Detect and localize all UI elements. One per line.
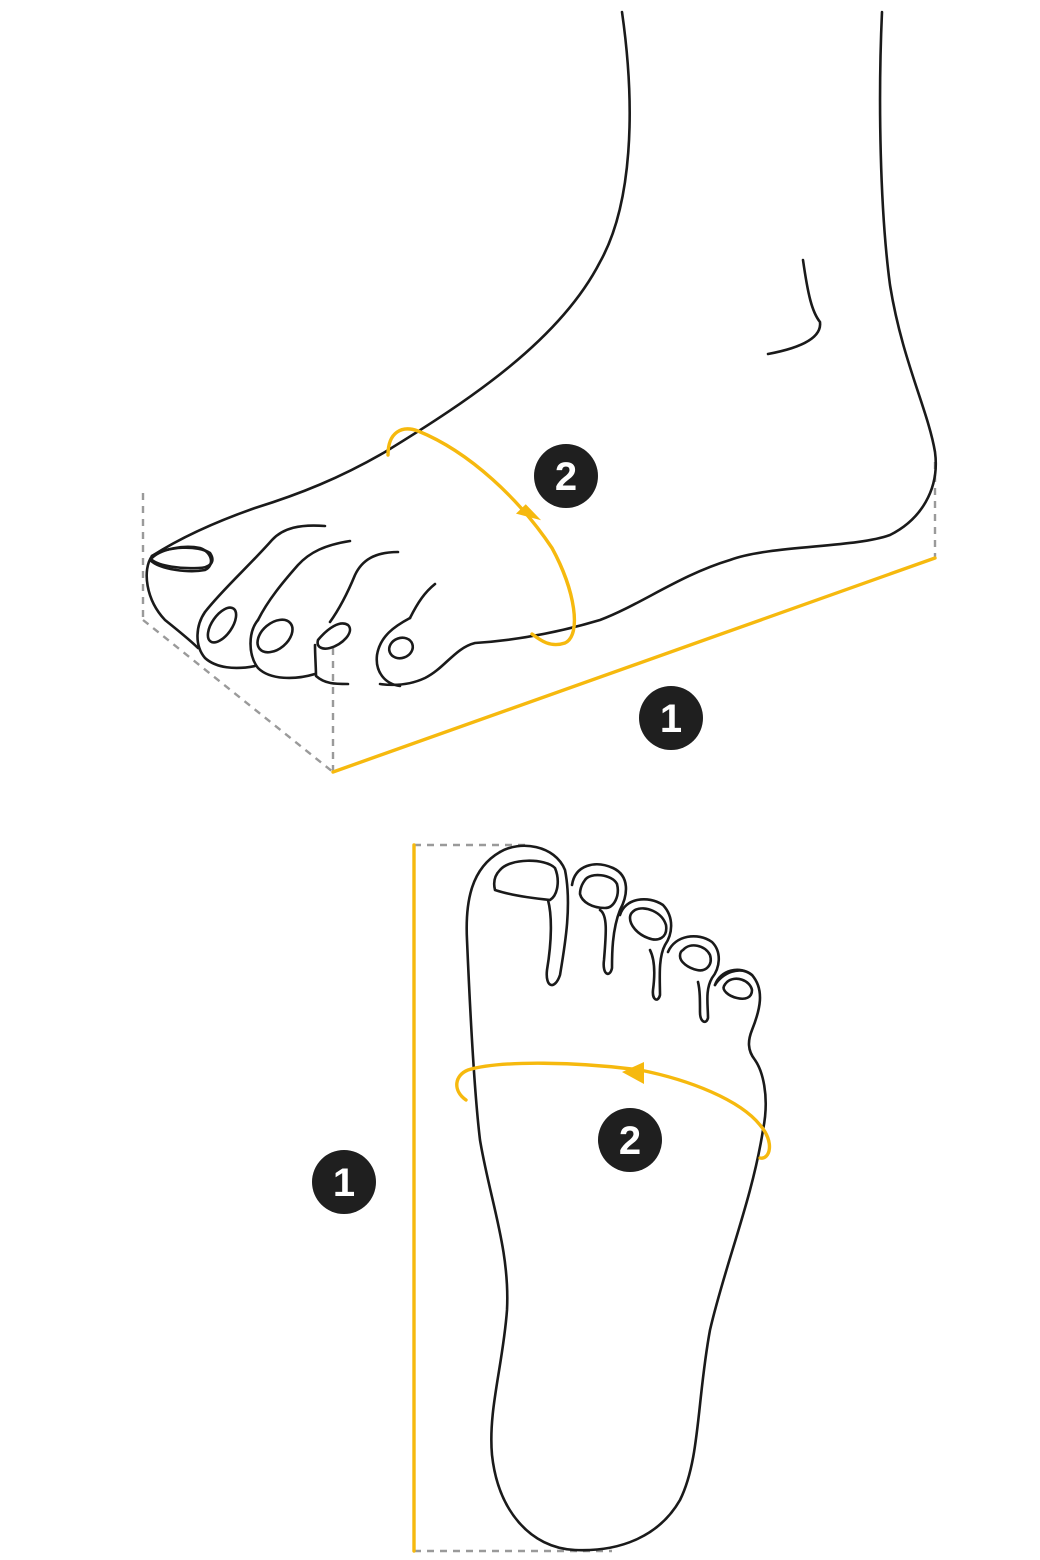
side-big-toe	[148, 545, 214, 573]
side-guide-lines	[141, 462, 937, 773]
sole-outline	[465, 850, 767, 1552]
guide-toe-diagonal	[142, 619, 334, 773]
toe-4-nail	[316, 622, 352, 650]
sole-length-badge-label: 1	[333, 1161, 355, 1205]
side-girth-badge-label: 2	[555, 455, 577, 499]
side-girth-arrow	[515, 504, 542, 521]
side-length-badge-circle	[639, 686, 703, 750]
sole-length-badge-circle	[312, 1150, 376, 1214]
toe-2-sole-nail	[578, 873, 620, 910]
toe-3-sole-shape	[618, 897, 673, 1001]
side-length-badge: 1	[639, 686, 703, 750]
sole-girth-badge-circle	[598, 1108, 662, 1172]
sole-view: 2 1	[312, 843, 772, 1553]
sole-girth-arrow	[622, 1062, 644, 1084]
sole-toe-4	[666, 934, 721, 1024]
big-toe-nail	[150, 546, 214, 570]
toe-crease-2	[256, 539, 352, 622]
toe-5-sole-shape	[713, 968, 754, 987]
sole-toe-5	[713, 968, 754, 1001]
toe-5-nail	[387, 636, 415, 660]
toe-3-nail	[256, 618, 294, 654]
side-length-badge-label: 1	[660, 697, 682, 741]
toe-2-sole-shape	[570, 863, 628, 976]
sole-toe-3	[618, 897, 673, 1001]
leg-back-contour	[378, 10, 938, 687]
side-length-line	[331, 556, 937, 774]
side-view: 2 1	[141, 10, 938, 774]
toe-4-shape	[313, 643, 350, 686]
toe-4-sole-nail	[678, 944, 712, 972]
toe-crease-4	[408, 582, 437, 620]
sole-toe-2	[570, 863, 628, 976]
toe-5-shape	[375, 616, 412, 688]
toe-5-sole-nail	[722, 977, 754, 1001]
side-toe-5	[375, 616, 415, 688]
ankle-bone-contour	[766, 258, 822, 356]
toe-2-nail	[206, 606, 238, 644]
toe-crease-1	[203, 524, 327, 614]
toe-4-sole-shape	[666, 934, 721, 1024]
sole-bottom-contour	[145, 554, 200, 650]
side-girth-badge: 2	[534, 444, 598, 508]
side-girth-badge-circle	[534, 444, 598, 508]
toe-3-sole-nail	[628, 907, 668, 941]
side-toe-3	[249, 618, 317, 680]
leg-front-contour	[150, 10, 631, 558]
sole-big-toe	[492, 844, 570, 987]
side-girth-loop	[386, 427, 577, 647]
side-toe-2	[196, 606, 257, 670]
sole-length-badge: 1	[312, 1150, 376, 1214]
side-toe-4	[313, 622, 352, 686]
big-toe-sole-nail	[492, 859, 560, 902]
toe-2-shape	[196, 610, 257, 670]
big-toe-sole-shape	[498, 844, 570, 987]
sole-girth-badge: 2	[598, 1108, 662, 1172]
toe-crease-3	[328, 550, 400, 624]
toe-3-shape	[249, 618, 317, 680]
sole-girth-badge-label: 2	[619, 1119, 641, 1163]
